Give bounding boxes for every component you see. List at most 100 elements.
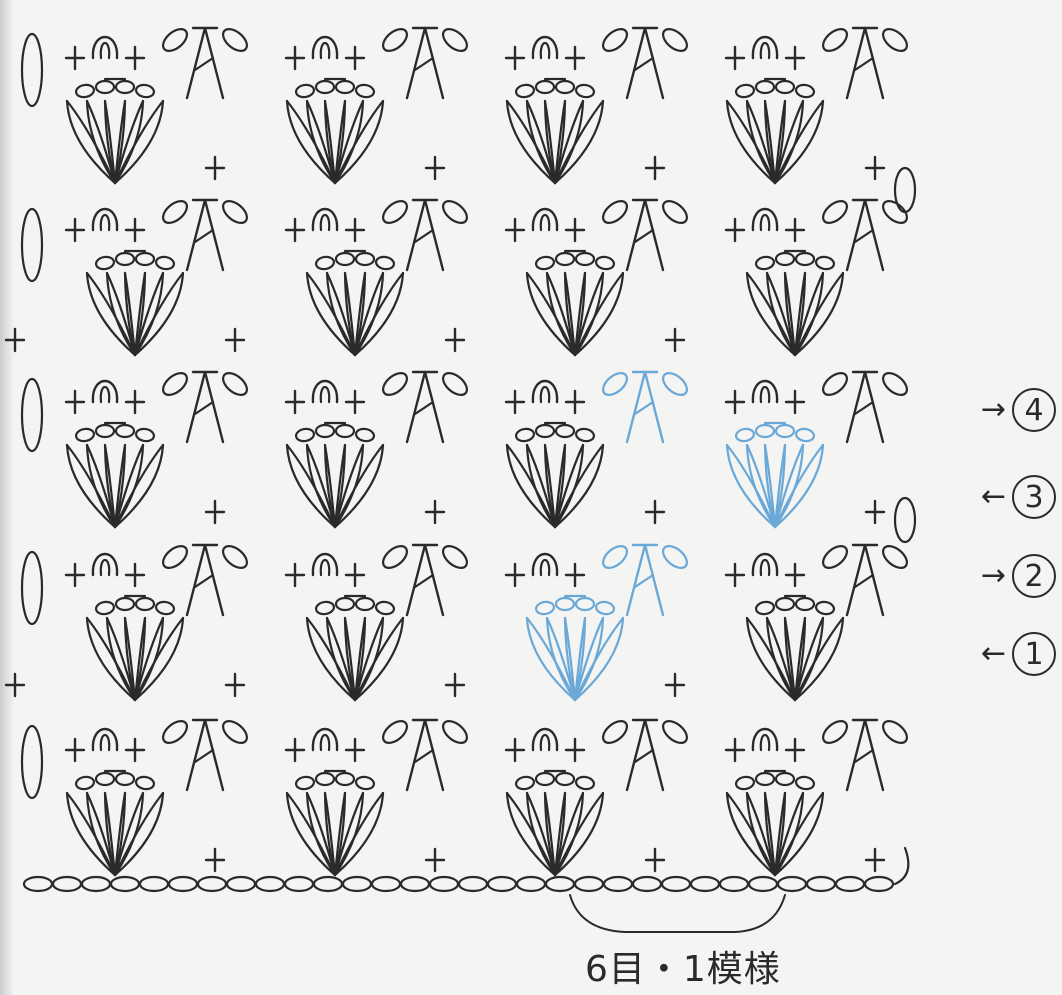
puff-stitch-symbol xyxy=(101,43,109,58)
single-crochet-symbol xyxy=(726,219,744,241)
chain-symbol xyxy=(315,256,335,271)
puff-stitch-symbol xyxy=(313,729,337,750)
chain-symbol xyxy=(401,877,429,891)
puff-stitch-symbol xyxy=(761,735,769,750)
puff-stitch-symbol xyxy=(753,729,777,750)
chain-symbol xyxy=(776,773,794,785)
chain-symbol xyxy=(575,877,603,891)
chain-symbol xyxy=(219,25,251,55)
chain-symbol xyxy=(575,776,595,791)
single-crochet-symbol xyxy=(786,564,804,586)
chain-symbol xyxy=(155,256,175,271)
chain-symbol xyxy=(776,81,794,93)
chain-symbol xyxy=(517,877,545,891)
chain-symbol xyxy=(755,256,775,271)
chain-symbol xyxy=(459,877,487,891)
chain-symbol xyxy=(111,877,139,891)
single-crochet-symbol xyxy=(66,391,84,413)
chain-symbol xyxy=(24,877,52,891)
chain-symbol xyxy=(96,425,114,437)
chain-symbol xyxy=(776,598,794,610)
chain-symbol xyxy=(355,428,375,443)
chain-symbol xyxy=(865,877,893,891)
chain-symbol xyxy=(535,256,555,271)
chain-symbol xyxy=(776,253,794,265)
chain-symbol xyxy=(336,253,354,265)
chain-symbol xyxy=(795,776,815,791)
single-crochet-symbol xyxy=(206,501,224,523)
single-crochet-symbol xyxy=(346,739,364,761)
chain-symbol xyxy=(75,428,95,443)
chain-symbol xyxy=(96,81,114,93)
chain-symbol xyxy=(535,601,555,616)
single-crochet-symbol xyxy=(566,739,584,761)
puff-stitch-symbol xyxy=(101,387,109,402)
chain-symbol xyxy=(556,598,574,610)
puff-stitch-symbol xyxy=(533,381,557,402)
chain-symbol xyxy=(546,877,574,891)
single-crochet-symbol xyxy=(126,739,144,761)
single-crochet-symbol xyxy=(286,219,304,241)
chain-symbol xyxy=(159,369,191,399)
puff-stitch-symbol xyxy=(313,37,337,58)
puff-stitch-symbol xyxy=(321,560,329,575)
chain-symbol xyxy=(219,369,251,399)
puff-stitch-symbol xyxy=(101,560,109,575)
chain-symbol xyxy=(599,197,631,227)
chain-symbol xyxy=(430,877,458,891)
chain-symbol xyxy=(755,601,775,616)
chain-symbol xyxy=(314,877,342,891)
chain-symbol xyxy=(778,877,806,891)
chain-symbol xyxy=(536,425,554,437)
chain-symbol xyxy=(336,773,354,785)
single-crochet-symbol xyxy=(346,219,364,241)
single-crochet-symbol xyxy=(206,849,224,871)
chain-symbol xyxy=(295,776,315,791)
chain-symbol xyxy=(140,877,168,891)
puff-stitch-symbol xyxy=(321,215,329,230)
chain-symbol xyxy=(756,425,774,437)
single-crochet-symbol xyxy=(506,564,524,586)
chain-symbol xyxy=(75,84,95,99)
chain-symbol xyxy=(735,776,755,791)
single-crochet-symbol xyxy=(66,47,84,69)
chain-symbol xyxy=(22,726,42,798)
chain-symbol xyxy=(599,369,631,399)
chain-symbol xyxy=(895,498,915,542)
single-crochet-symbol xyxy=(286,47,304,69)
chain-symbol xyxy=(356,253,374,265)
puff-stitch-symbol xyxy=(533,729,557,750)
single-crochet-symbol xyxy=(226,329,244,351)
single-crochet-symbol xyxy=(786,47,804,69)
single-crochet-symbol xyxy=(286,391,304,413)
chain-symbol xyxy=(599,542,631,572)
chain-symbol xyxy=(439,25,471,55)
single-crochet-symbol xyxy=(506,47,524,69)
right-arrow-icon: → xyxy=(981,553,1006,599)
puff-stitch-symbol xyxy=(93,209,117,230)
chain-symbol xyxy=(379,25,411,55)
chain-symbol xyxy=(22,552,42,624)
chain-symbol xyxy=(488,877,516,891)
chain-symbol xyxy=(379,197,411,227)
single-crochet-symbol xyxy=(726,564,744,586)
puff-stitch-symbol xyxy=(533,209,557,230)
chain-symbol xyxy=(599,25,631,55)
chain-symbol xyxy=(336,81,354,93)
chain-symbol xyxy=(135,84,155,99)
single-crochet-symbol xyxy=(666,674,684,696)
chain-symbol xyxy=(379,542,411,572)
chain-symbol xyxy=(316,81,334,93)
turning-chain-symbol xyxy=(895,848,908,884)
single-crochet-symbol xyxy=(426,501,444,523)
chain-symbol xyxy=(796,253,814,265)
chain-symbol xyxy=(379,717,411,747)
chain-symbol xyxy=(22,379,42,451)
puff-stitch-symbol xyxy=(313,209,337,230)
puff-stitch-symbol xyxy=(541,735,549,750)
puff-stitch-symbol xyxy=(101,215,109,230)
chain-symbol xyxy=(536,81,554,93)
single-crochet-symbol xyxy=(506,739,524,761)
chain-symbol xyxy=(819,717,851,747)
